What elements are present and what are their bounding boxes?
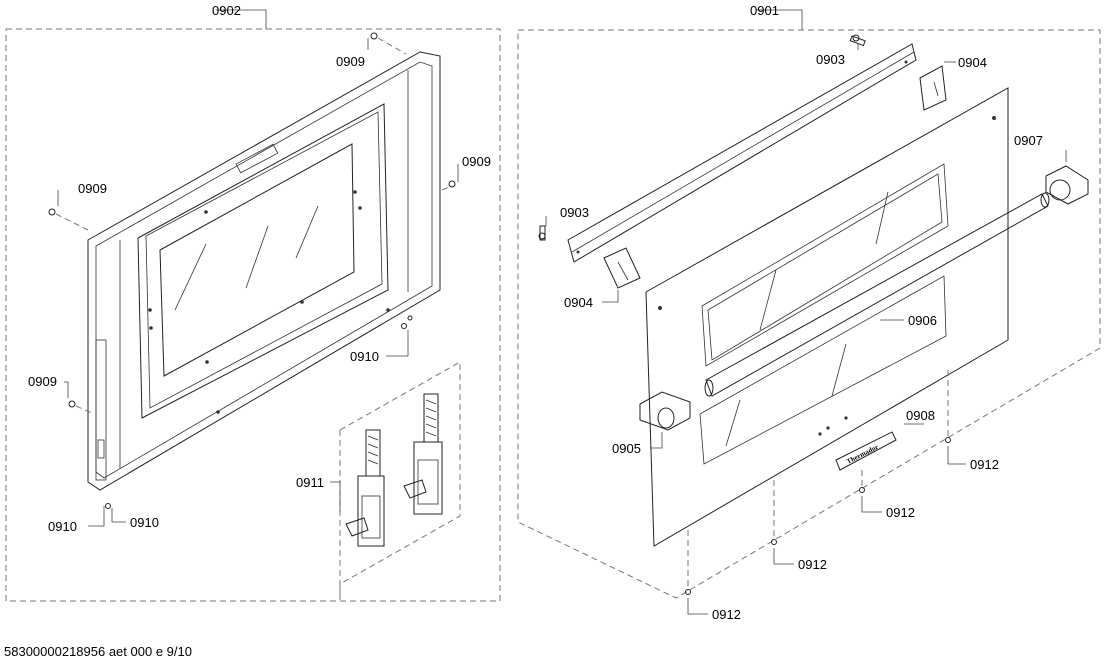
svg-text:0910: 0910 — [350, 349, 379, 364]
label-group-0902: 0902 — [212, 3, 241, 18]
svg-text:0906: 0906 — [908, 313, 937, 328]
screw-0909-c: 0909 — [48, 181, 107, 231]
svg-text:0909: 0909 — [78, 181, 107, 196]
screw-0903-a: 0903 — [816, 34, 866, 67]
hinge-assembly-0911: 0911 — [296, 361, 461, 600]
screw-0909-d: 0909 — [28, 374, 95, 415]
svg-text:0912: 0912 — [712, 607, 741, 622]
screw-0910-a: 0910 — [350, 315, 413, 364]
door-window-glass — [159, 143, 355, 377]
bracket-0904-b: 0904 — [564, 247, 641, 310]
group-0902-outer-door: 0902 — [5, 3, 501, 602]
svg-text:0904: 0904 — [958, 55, 987, 70]
svg-text:0910: 0910 — [48, 519, 77, 534]
screw-0910-b: 0910 0910 — [48, 503, 159, 534]
svg-text:0909: 0909 — [28, 374, 57, 389]
svg-text:0912: 0912 — [970, 457, 999, 472]
footer-document-id: 58300000218956 aet 000 e 9/10 — [4, 644, 192, 659]
svg-text:0912: 0912 — [886, 505, 915, 520]
svg-text:0911: 0911 — [296, 475, 324, 490]
svg-text:0909: 0909 — [462, 154, 491, 169]
svg-text:0904: 0904 — [564, 295, 593, 310]
svg-text:0909: 0909 — [336, 54, 365, 69]
handle-rod-0906: 0906 — [704, 192, 1050, 397]
screw-0912-d: 0912 — [685, 530, 741, 622]
group-0902-boundary — [5, 28, 501, 602]
group-0901-boundary — [517, 29, 1101, 599]
svg-text:0912: 0912 — [798, 557, 827, 572]
handle-bracket-0905: 0905 — [612, 391, 691, 456]
inner-door-panel — [645, 87, 1009, 547]
screw-0909-a: 0909 — [336, 32, 407, 69]
endcap-0907: 0907 — [1014, 133, 1089, 205]
label-group-0901: 0901 — [750, 3, 779, 18]
svg-text:0910: 0910 — [130, 515, 159, 530]
svg-text:0908: 0908 — [906, 408, 935, 423]
screw-0909-b: 0909 — [441, 154, 491, 191]
screw-0903-b: 0903 — [538, 205, 589, 241]
bracket-0904-a: 0904 — [919, 55, 987, 111]
svg-text:0905: 0905 — [612, 441, 641, 456]
top-rail — [567, 43, 917, 263]
outer-door-panel — [87, 51, 441, 491]
screw-0912-c: 0912 — [771, 480, 827, 572]
svg-text:0903: 0903 — [560, 205, 589, 220]
svg-text:0907: 0907 — [1014, 133, 1043, 148]
screw-0912-a: 0912 — [945, 370, 999, 472]
svg-text:0903: 0903 — [816, 52, 845, 67]
screw-0912-b: 0912 — [859, 470, 915, 520]
badge-0908: Thermador 0908 — [835, 408, 935, 471]
group-0901-inner-door: 0901 0903 0903 0904 — [517, 3, 1101, 622]
